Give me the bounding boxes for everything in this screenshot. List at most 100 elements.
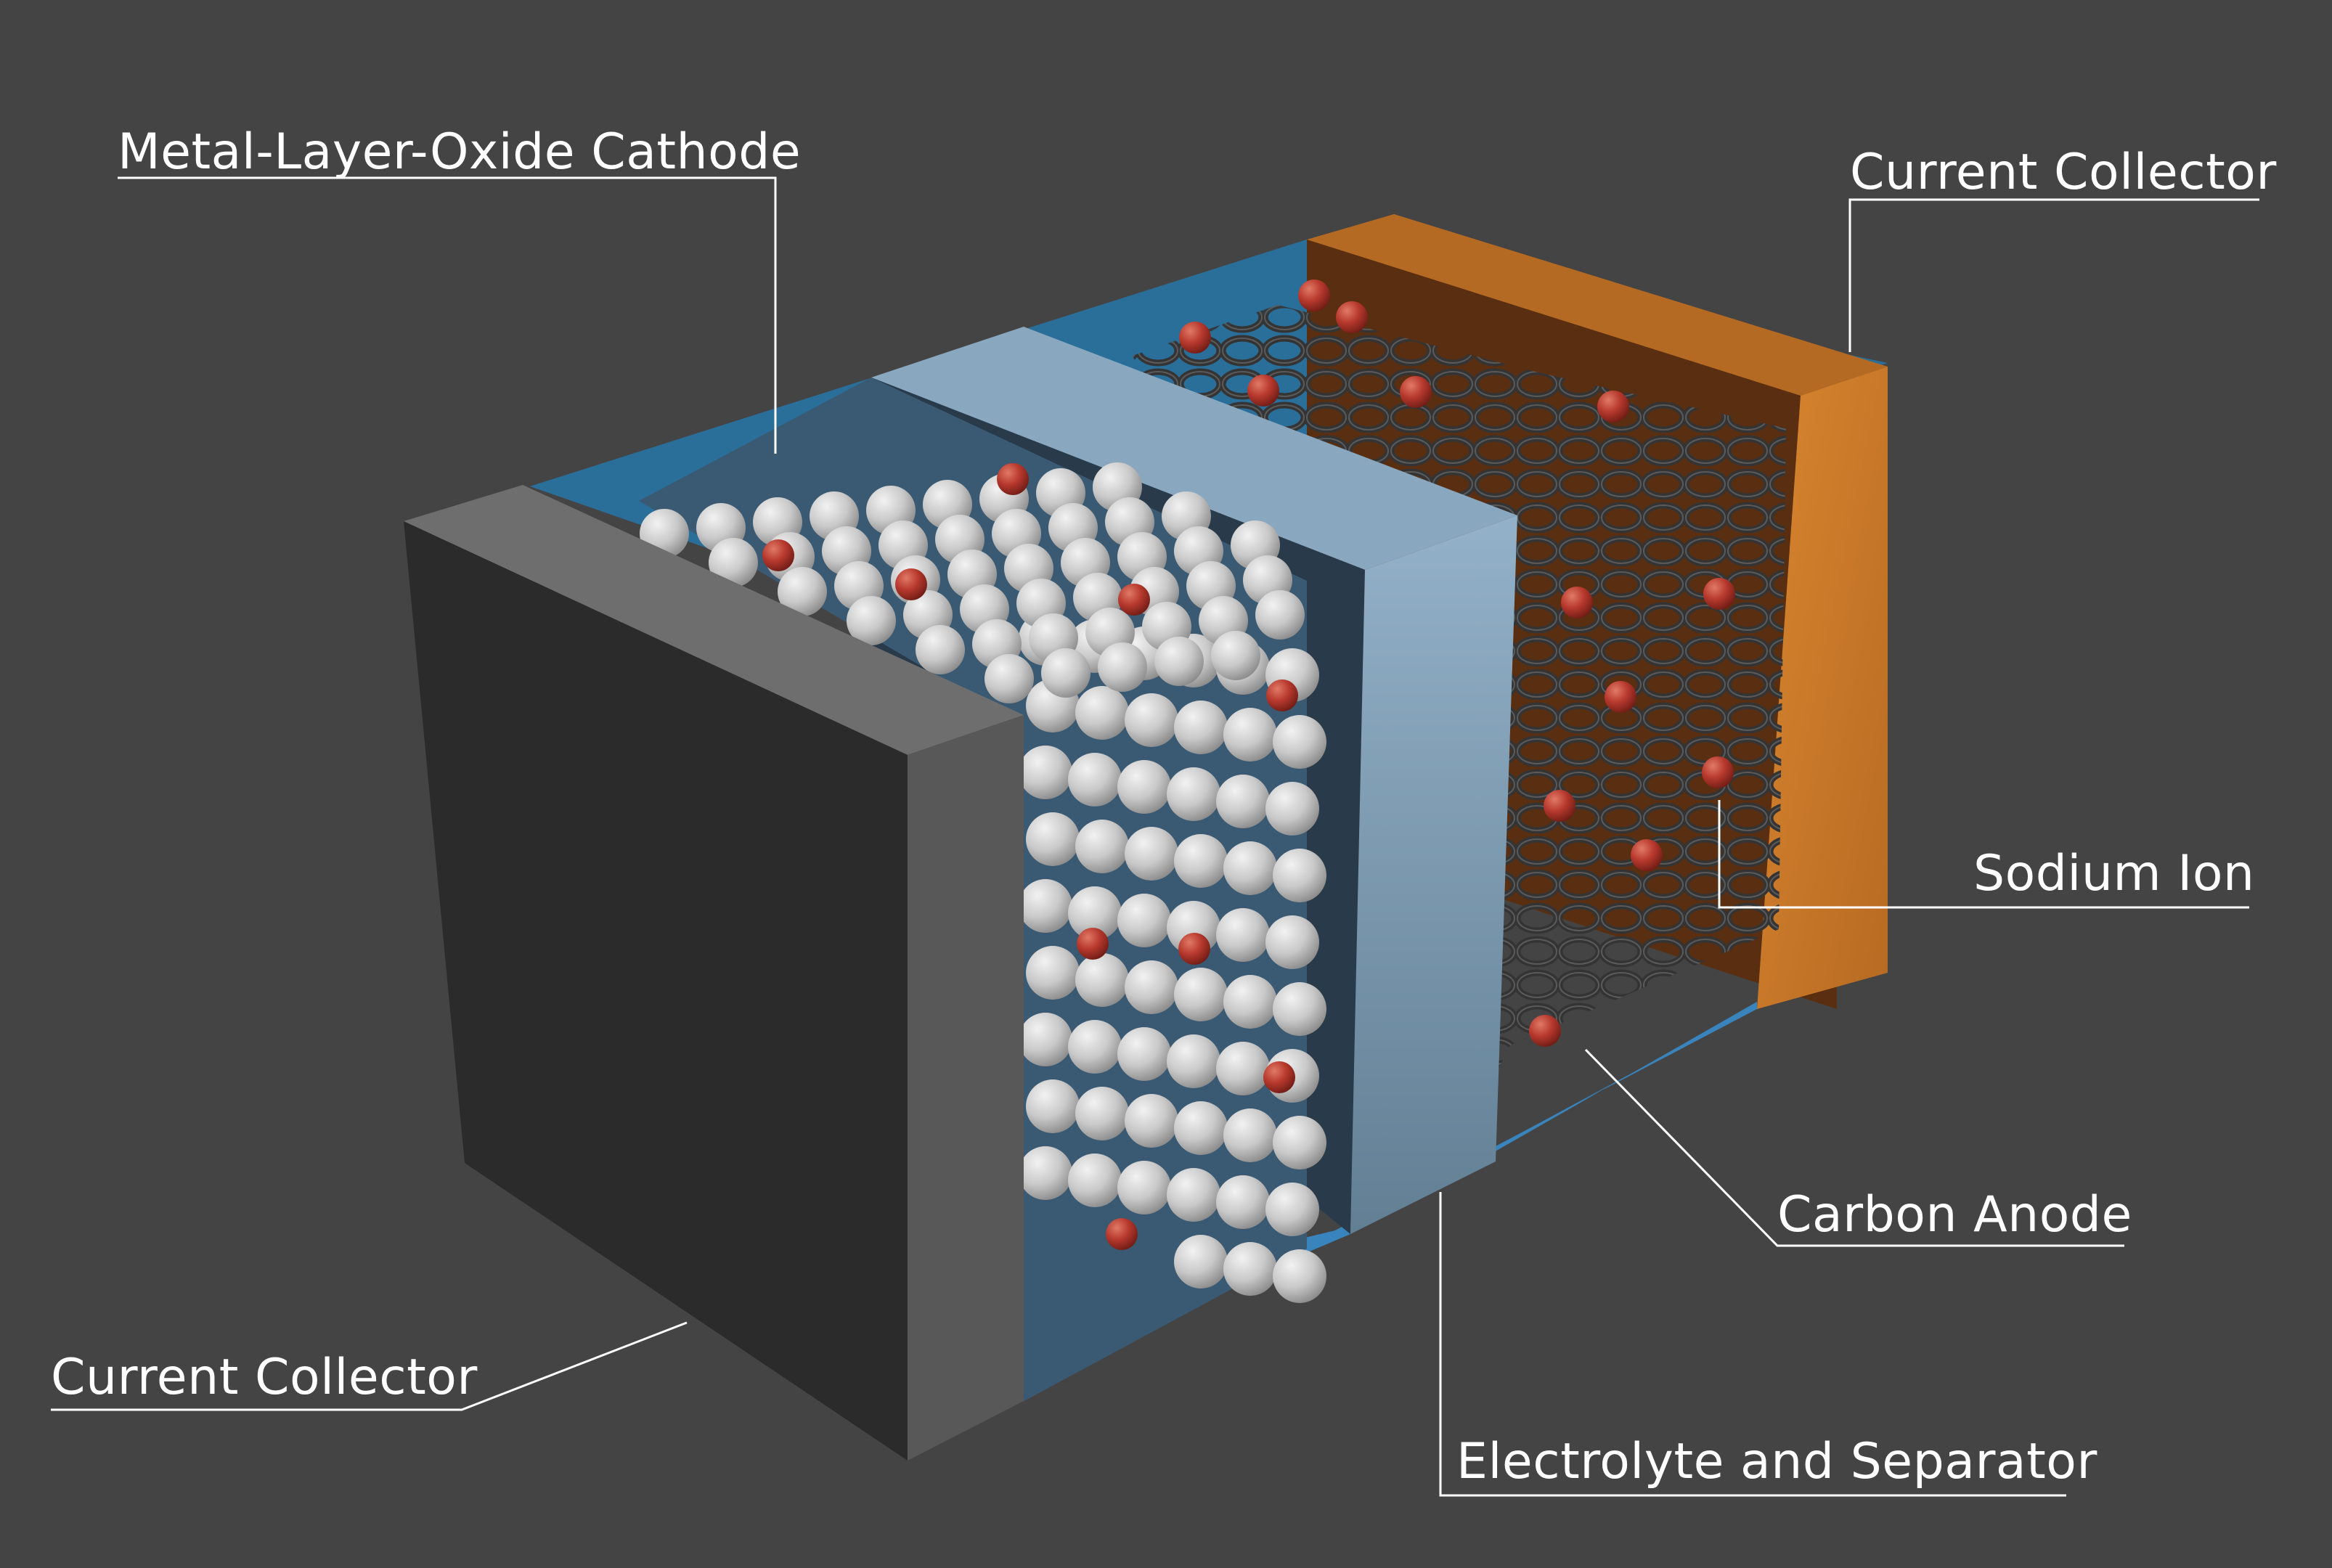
- sodium-ion: [1106, 1218, 1138, 1250]
- cathode-particle: [1216, 1042, 1270, 1095]
- collector-top-face: [404, 485, 1024, 755]
- cathode-particle: [1068, 1153, 1122, 1207]
- cathode-particle: [1026, 946, 1080, 1000]
- cathode-particle: [1075, 953, 1129, 1007]
- separator-front-face: [1350, 515, 1517, 1234]
- cathode-particle: [1098, 642, 1147, 692]
- separator-top-face: [871, 327, 1517, 570]
- cathode-particle: [1174, 834, 1228, 888]
- sodium-ion: [1400, 376, 1432, 408]
- sodium-ion: [1118, 584, 1150, 616]
- cathode-particle: [1223, 841, 1277, 895]
- collector-side-face: [908, 715, 1024, 1461]
- leader-line-sodium-ion: [1718, 800, 2249, 909]
- cathode-particle: [1273, 1249, 1326, 1303]
- sodium-ion: [1544, 790, 1575, 822]
- cathode-particle: [1265, 782, 1319, 836]
- sodium-ion: [1703, 578, 1735, 610]
- cathode-particle: [1174, 1101, 1228, 1155]
- cathode-particle: [1216, 775, 1270, 828]
- label-electrolyte-separator: Electrolyte and Separator: [1456, 1433, 2097, 1490]
- cathode-particle: [1167, 1168, 1220, 1222]
- sodium-ion: [1247, 375, 1279, 407]
- leader-line-cathode: [118, 176, 777, 454]
- cathode-particle: [1174, 968, 1228, 1021]
- sodium-ion: [1179, 322, 1211, 354]
- cathode-particle: [1068, 1020, 1122, 1074]
- cathode-particle: [1068, 886, 1122, 940]
- cathode-particle: [1019, 1146, 1072, 1200]
- sodium-ion: [1561, 587, 1593, 618]
- cathode-particle: [1216, 908, 1270, 962]
- carbon-ring-lattice-top: [1133, 305, 1670, 465]
- label-carbon-anode: Carbon Anode: [1777, 1186, 2132, 1244]
- copper-top-face: [1307, 214, 1888, 396]
- cathode-particle: [1019, 746, 1072, 799]
- cathode-particle: [1265, 1183, 1319, 1236]
- sodium-ion: [1631, 839, 1663, 871]
- cathode-particle: [1068, 753, 1122, 807]
- leader-line-electrolyte: [1439, 1192, 2066, 1497]
- cathode-particle: [1223, 975, 1277, 1029]
- cathode-current-collector: [404, 485, 1024, 1461]
- sodium-ion: [1298, 279, 1330, 311]
- sodium-ion: [1178, 933, 1210, 965]
- cathode-particle: [1075, 686, 1129, 740]
- cathode-particle: [1125, 693, 1178, 747]
- label-current-collector-right: Current Collector: [1850, 144, 2277, 201]
- leader-line-collector-left: [51, 1321, 688, 1411]
- cathode-particle: [1026, 1079, 1080, 1133]
- cathode-particle: [1125, 827, 1178, 881]
- cathode-particle: [1075, 1087, 1129, 1140]
- label-sodium-ion: Sodium Ion: [1973, 845, 2255, 902]
- cathode-particle: [1117, 1027, 1171, 1081]
- cathode-particle: [1075, 820, 1129, 873]
- sodium-ion: [1266, 679, 1298, 711]
- leader-line-collector-right: [1848, 198, 2259, 352]
- cathode-particle: [1223, 708, 1277, 761]
- cathode-particle: [1174, 701, 1228, 754]
- cathode-particle: [1167, 1034, 1220, 1088]
- cathode-particle: [709, 538, 758, 587]
- leader-lines: [51, 176, 2259, 1497]
- cathode-particle: [1125, 1094, 1178, 1148]
- leader-line-anode: [1584, 1048, 2124, 1247]
- cathode-particle: [1273, 715, 1326, 769]
- sodium-ion: [1336, 301, 1368, 333]
- cathode-particle: [1167, 767, 1220, 821]
- cathode-particle: [778, 567, 827, 616]
- sodium-ions: [762, 279, 1735, 1250]
- sodium-ion: [1597, 391, 1629, 422]
- cathode-particle: [1019, 1013, 1072, 1066]
- sodium-ion: [1077, 928, 1109, 960]
- cathode-particle: [1273, 849, 1326, 902]
- cathode-particle: [1273, 982, 1326, 1036]
- cathode-particle: [984, 654, 1034, 703]
- label-cathode: Metal-Layer-Oxide Cathode: [118, 123, 802, 181]
- cathode-particle: [1174, 1235, 1228, 1289]
- cathode-particle: [1125, 960, 1178, 1014]
- cathode-particle: [1223, 1108, 1277, 1162]
- cathode-particle: [1026, 812, 1080, 866]
- cathode-particle: [1117, 894, 1171, 947]
- cathode-particle: [1041, 648, 1090, 698]
- sodium-ion: [1529, 1015, 1561, 1047]
- copper-side-face: [1757, 367, 1888, 1009]
- label-current-collector-left: Current Collector: [51, 1349, 478, 1406]
- cathode-particle: [1117, 1161, 1171, 1214]
- cathode-particle: [1265, 915, 1319, 969]
- cathode-particle: [1223, 1242, 1277, 1296]
- cathode-particle: [1117, 760, 1171, 814]
- sodium-ion: [997, 463, 1029, 495]
- cathode-particle: [1216, 1175, 1270, 1229]
- sodium-ion: [895, 568, 927, 600]
- cathode-particle: [1154, 637, 1204, 686]
- collector-front-face: [404, 521, 908, 1461]
- sodium-ion: [1605, 681, 1636, 713]
- cathode-particle: [1019, 879, 1072, 933]
- cathode-particle: [1211, 631, 1260, 680]
- cathode-particle: [1255, 590, 1305, 640]
- cathode-particle: [847, 596, 896, 645]
